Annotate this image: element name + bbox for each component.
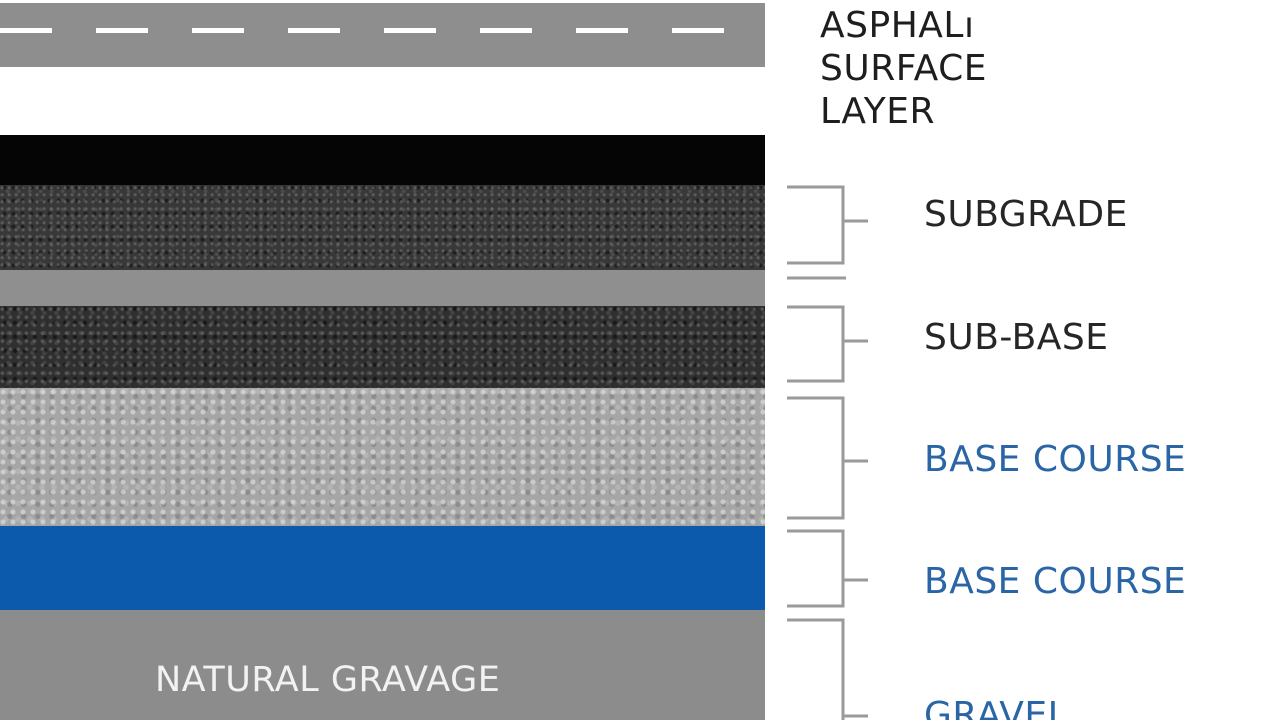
asphalt-road-surface <box>0 3 765 67</box>
bracket-gravel <box>787 618 868 720</box>
subbase-label: SUB-BASE <box>924 317 1109 358</box>
asphalt-surface-layer-label: ASPHALı SURFACE LAYER <box>820 4 1040 133</box>
grey-strip-layer <box>0 270 765 306</box>
asphalt-label-line-3: LAYER <box>820 91 935 132</box>
bracket-subgrade <box>787 185 868 265</box>
bracket-base-course-1 <box>787 396 868 520</box>
base-course-label-2: BASE COURSE <box>924 561 1187 602</box>
black-layer <box>0 135 765 185</box>
subbase-aggregate-layer <box>0 306 765 388</box>
base-course-aggregate-layer <box>0 388 765 526</box>
subgrade-label: SUBGRADE <box>924 194 1128 235</box>
white-layer <box>0 67 765 135</box>
gravel-label: GRAVEL <box>924 695 1069 720</box>
natural-gravage-layer <box>0 610 765 720</box>
natural-gravage-label: NATURAL GRAVAGE <box>155 660 501 700</box>
base-course-label-1: BASE COURSE <box>924 439 1187 480</box>
blue-base-course-layer <box>0 526 765 610</box>
road-lane-dashes <box>0 28 765 33</box>
bracket-base-course-2 <box>787 529 868 608</box>
subgrade-aggregate-layer <box>0 185 765 270</box>
bracket-subbase <box>787 305 868 383</box>
asphalt-label-line-1: ASPHALı <box>820 5 975 46</box>
asphalt-label-line-2: SURFACE <box>820 48 987 89</box>
